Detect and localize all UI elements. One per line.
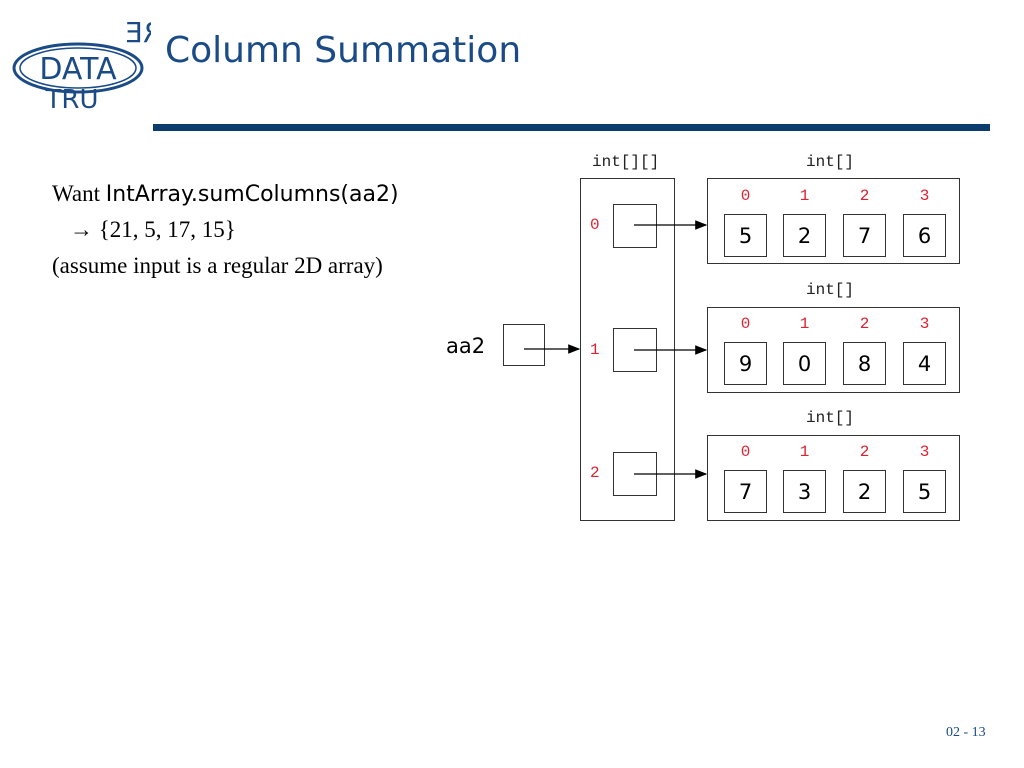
outer-cell <box>613 204 657 248</box>
slide-number: 02 - 13 <box>946 725 986 740</box>
inner-type-label: int[] <box>806 153 855 171</box>
inner-type-label: int[] <box>806 281 855 299</box>
column-index: 3 <box>919 187 930 205</box>
array-value: 5 <box>724 214 767 257</box>
want-text: Want <box>52 181 106 206</box>
inner-array-row-0 <box>707 178 960 264</box>
method-call: IntArray.sumColumns(aa2) <box>105 182 399 207</box>
outer-index: 2 <box>590 464 600 482</box>
logo-top-text: URE <box>125 16 151 49</box>
text-line-1: Want IntArray.sumColumns(aa2) <box>52 181 399 207</box>
slide-title: Column Summation <box>165 30 522 71</box>
logo-bottom-text: TRU <box>45 85 99 112</box>
variable-box <box>503 324 545 366</box>
array-value: 3 <box>783 470 826 513</box>
inner-array-row-2 <box>707 435 960 521</box>
outer-type-label: int[][] <box>592 153 660 171</box>
variable-label: aa2 <box>446 334 486 358</box>
inner-array-row-1 <box>707 307 960 393</box>
column-index: 0 <box>740 315 751 333</box>
array-value: 2 <box>843 470 886 513</box>
array-value: 4 <box>903 342 946 385</box>
array-value: 2 <box>783 214 826 257</box>
column-index: 0 <box>740 443 751 461</box>
column-index: 2 <box>859 443 870 461</box>
expected-result: → {21, 5, 17, 15} <box>70 217 236 242</box>
assumption-text: (assume input is a regular 2D array) <box>52 253 383 278</box>
array-value: 8 <box>843 342 886 385</box>
column-index: 2 <box>859 315 870 333</box>
array-value: 9 <box>724 342 767 385</box>
column-index: 2 <box>859 187 870 205</box>
outer-index: 0 <box>590 216 600 234</box>
column-index: 1 <box>799 187 810 205</box>
array-value: 6 <box>903 214 946 257</box>
column-index: 1 <box>799 443 810 461</box>
array-value: 7 <box>724 470 767 513</box>
inner-type-label: int[] <box>806 409 855 427</box>
array-value: 7 <box>843 214 886 257</box>
outer-index: 1 <box>590 341 600 359</box>
logo-middle-text: DATA <box>39 52 117 87</box>
column-index: 3 <box>919 443 930 461</box>
column-index: 0 <box>740 187 751 205</box>
data-structures-logo: URE DATA TRU <box>12 16 151 112</box>
column-index: 1 <box>799 315 810 333</box>
column-index: 3 <box>919 315 930 333</box>
array-value: 0 <box>783 342 826 385</box>
title-rule <box>153 124 990 131</box>
array-value: 5 <box>903 470 946 513</box>
